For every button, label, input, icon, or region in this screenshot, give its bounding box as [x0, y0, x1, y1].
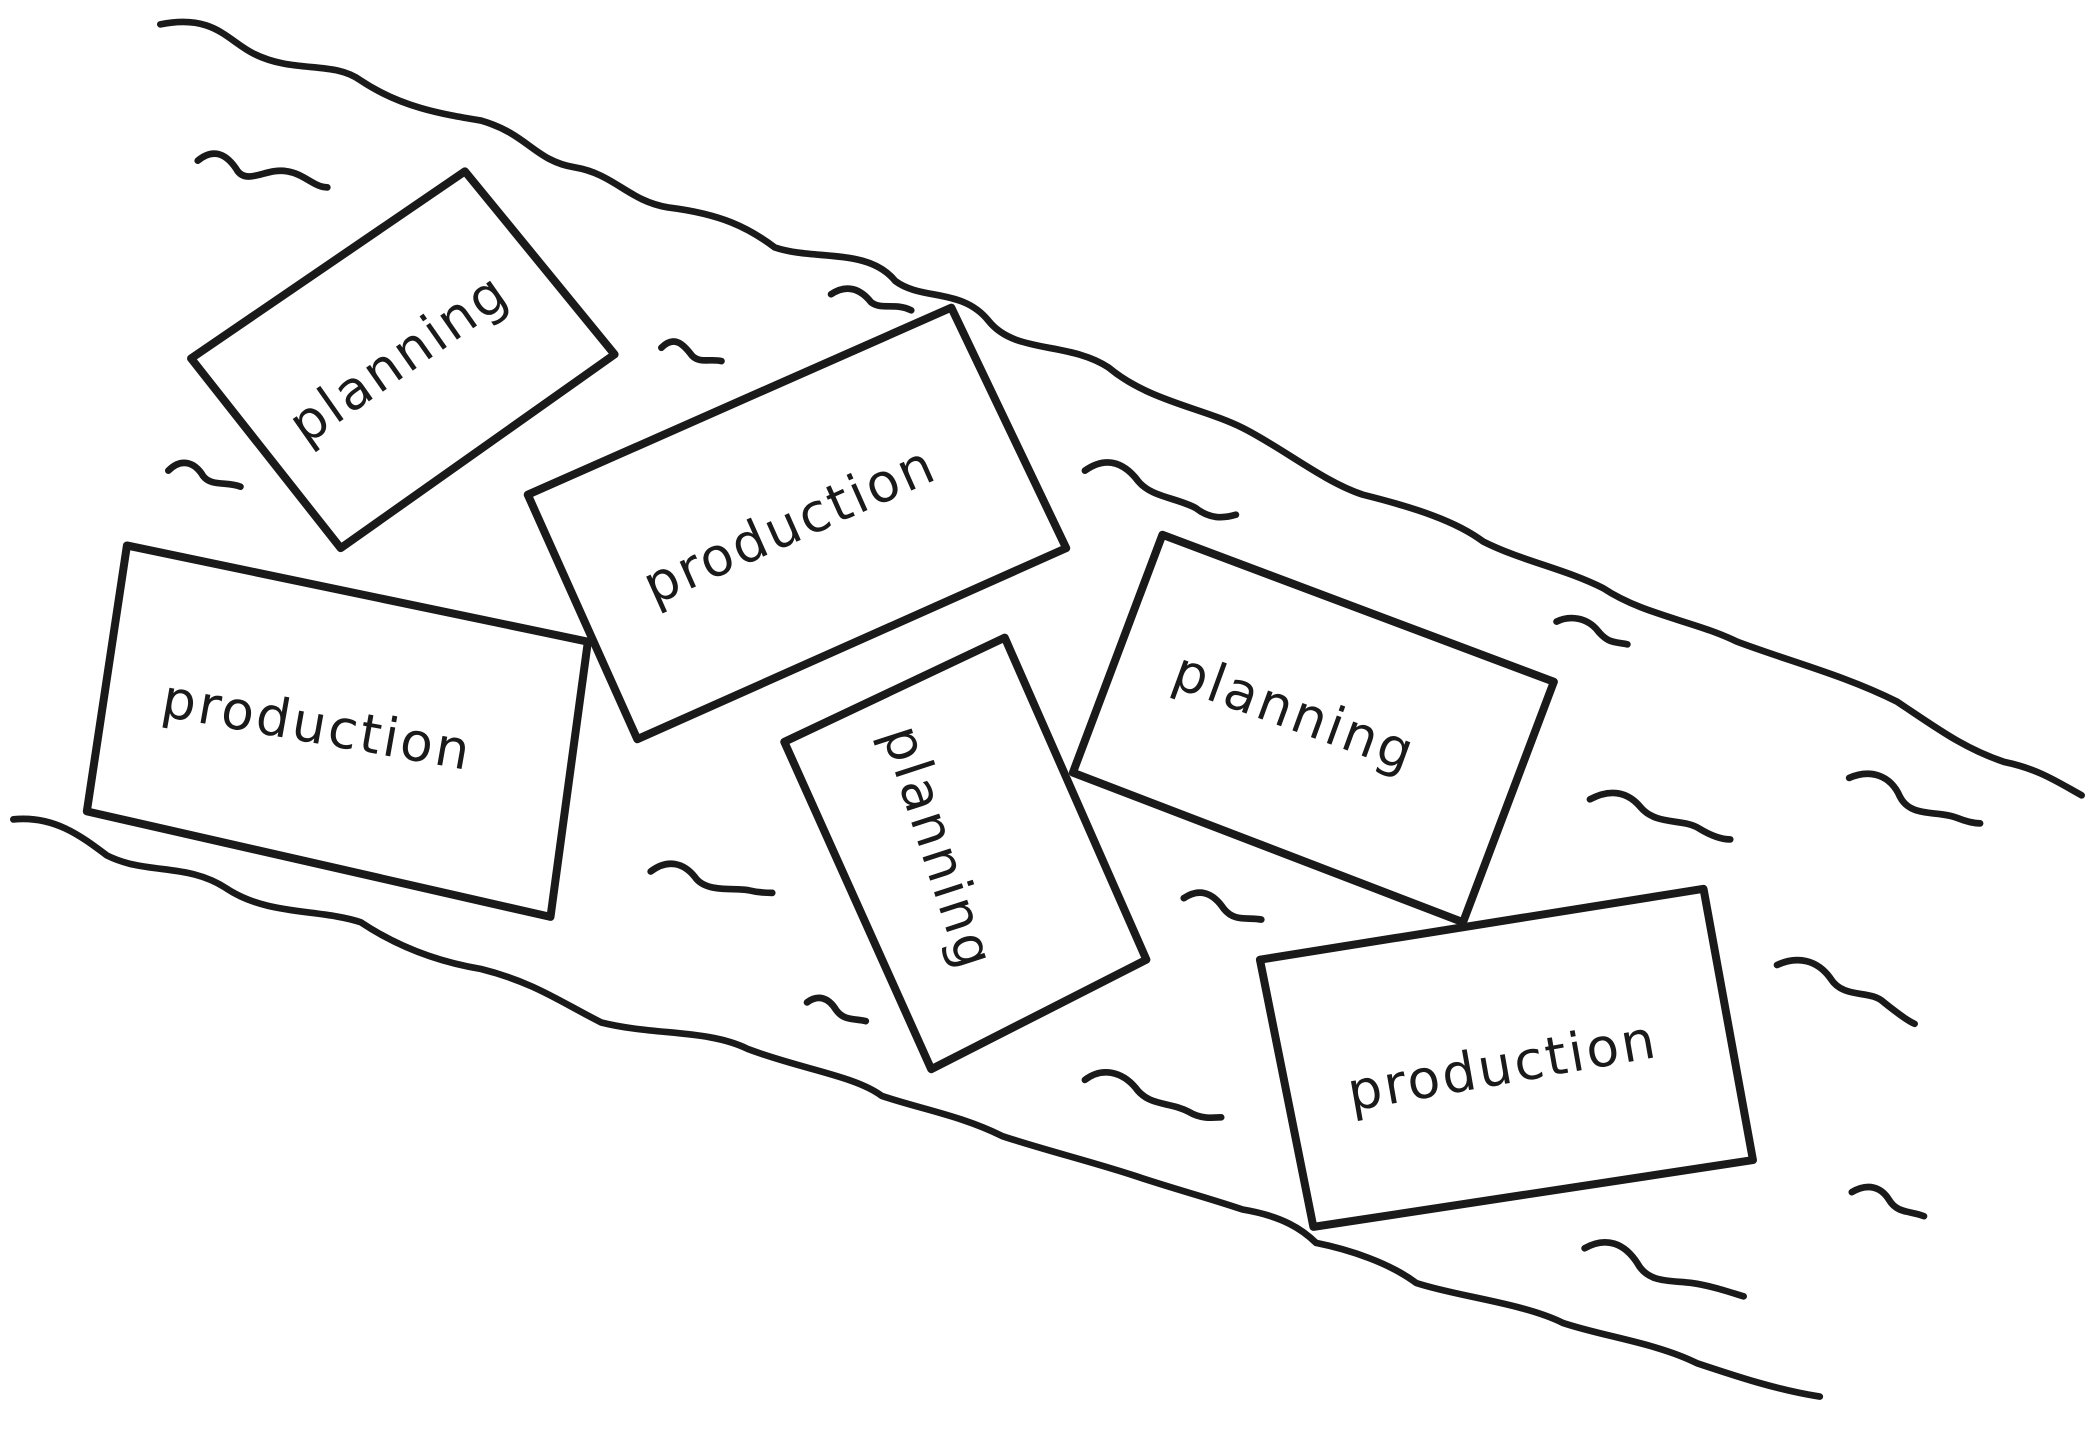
production-box-bottom: production: [1255, 884, 1757, 1231]
production-box-left: production: [82, 541, 592, 921]
planning-box-vertical: planning: [780, 633, 1151, 1074]
river-top-bank: [156, 18, 2085, 799]
water-ripples: [165, 150, 1984, 1300]
planning-box-1: planning: [187, 167, 619, 553]
planning-box-right: planning: [1068, 530, 1558, 927]
river-bottom-bank: [10, 815, 1824, 1400]
production-box-top: production: [523, 303, 1071, 744]
